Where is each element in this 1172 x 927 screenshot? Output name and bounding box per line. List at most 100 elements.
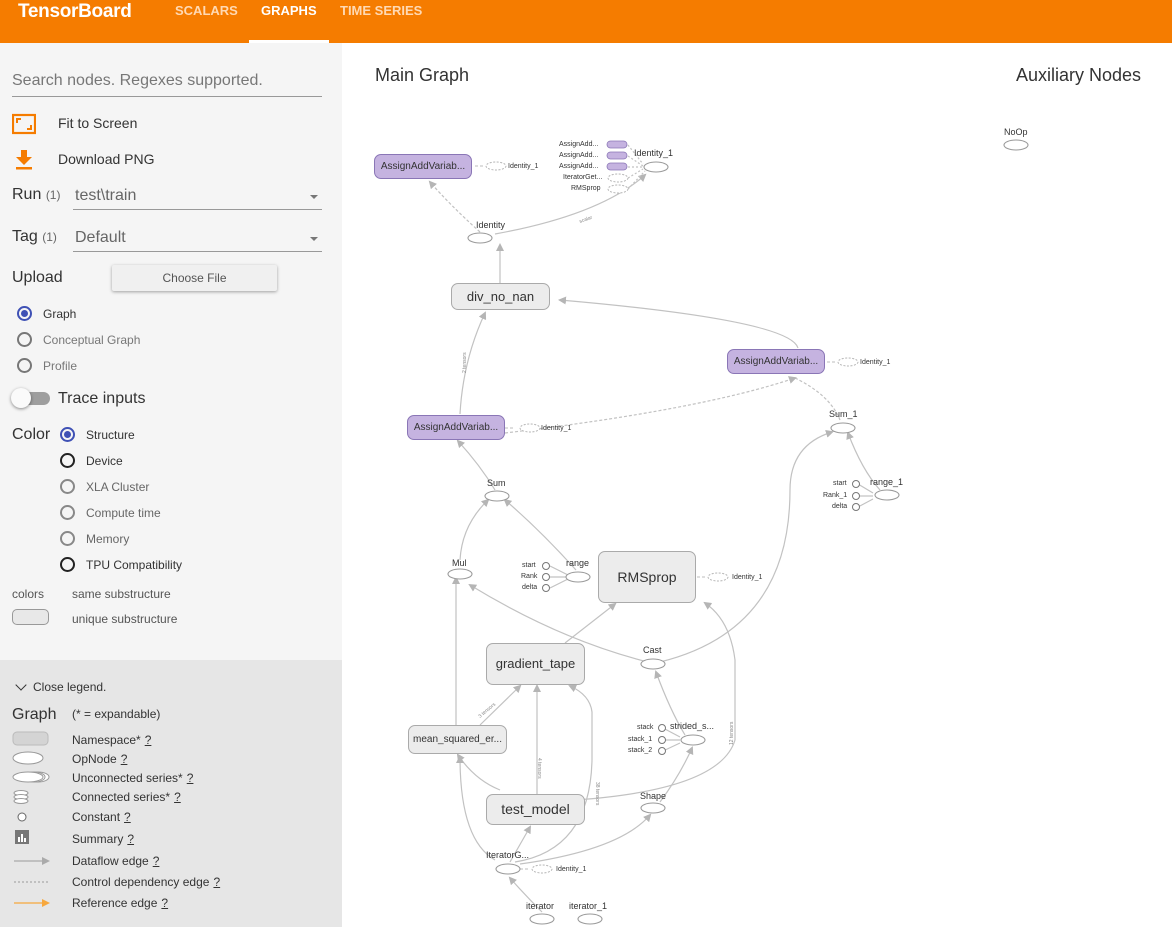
connected-series-icon [13, 790, 29, 804]
identity-1-label: Identity_1 [508, 163, 539, 170]
input-label: RMSprop [571, 185, 601, 192]
legend-namespace-label: Namespace* [72, 733, 141, 747]
unconnected-series-icon [12, 771, 50, 783]
rmsprop-node[interactable]: RMSprop [598, 551, 696, 603]
iterator-get-next-label: IteratorG... [486, 850, 530, 860]
range-1-label: range_1 [870, 477, 904, 487]
identity-node[interactable] [467, 232, 493, 244]
assign-add-variable-top[interactable]: AssignAddVariab... [374, 154, 472, 179]
help-link[interactable]: ? [124, 810, 131, 824]
help-link[interactable]: ? [186, 771, 194, 785]
sum-1-label: Sum_1 [829, 409, 858, 419]
legend-connected: Connected series*? [72, 790, 181, 804]
help-link[interactable]: ? [152, 854, 160, 868]
search-input[interactable]: Search nodes. Regexes supported. [12, 72, 322, 97]
sum-node[interactable] [484, 490, 510, 502]
tag-count: (1) [42, 230, 57, 244]
iterator-1-node[interactable] [577, 913, 603, 925]
help-link[interactable]: ? [161, 896, 169, 910]
choose-file-button[interactable]: Choose File [112, 265, 277, 291]
legend-panel [0, 660, 342, 927]
input-label: AssignAdd... [559, 163, 599, 170]
edge-label-12-tensors: 12 tensors [729, 721, 735, 745]
edge-label-4-tensors: 4 tensors [536, 758, 542, 779]
legend-title: Graph [12, 706, 57, 723]
tab-graphs[interactable]: GRAPHS [261, 3, 317, 18]
cast-node[interactable] [640, 658, 666, 670]
tab-time-series[interactable]: TIME SERIES [340, 3, 423, 18]
radio-color-structure[interactable] [60, 427, 75, 442]
radio-color-memory[interactable] [60, 531, 75, 546]
help-link[interactable]: ? [144, 733, 152, 747]
unique-substructure-swatch [12, 609, 49, 625]
identity-1-node[interactable] [643, 161, 669, 173]
input-label: IteratorGet... [563, 174, 603, 181]
edge-label-scalar: scalar [579, 215, 594, 225]
radio-conceptual-graph[interactable] [17, 332, 32, 347]
rank-constant-label: Rank [521, 573, 538, 580]
identity-label: Identity [476, 220, 506, 230]
color-label: Color [12, 426, 51, 443]
input-label: AssignAdd... [559, 141, 599, 148]
mean-squared-error-node[interactable]: mean_squared_er... [408, 725, 507, 754]
radio-profile[interactable] [17, 358, 32, 373]
sum-1-node[interactable] [830, 422, 856, 434]
top-app-bar: TensorBoard SCALARS GRAPHS TIME SERIES [0, 0, 1172, 43]
tab-scalars[interactable]: SCALARS [175, 3, 238, 18]
toggle-knob[interactable] [11, 388, 31, 408]
shape-node[interactable] [640, 802, 666, 814]
radio-profile-label: Profile [43, 359, 78, 373]
help-link[interactable]: ? [120, 752, 128, 766]
radio-graph[interactable] [17, 306, 32, 321]
legend-control-dependency: Control dependency edge? [72, 875, 220, 889]
mul-node[interactable] [447, 568, 473, 580]
graph-canvas[interactable]: scalar 2 tensors 4 tensors 12 tensors 38… [342, 43, 1172, 927]
legend-constant-label: Constant [72, 810, 121, 824]
radio-color-compute-time[interactable] [60, 505, 75, 520]
radio-color-tpu[interactable] [60, 557, 75, 572]
gradient-tape-node[interactable]: gradient_tape [486, 643, 585, 685]
fit-to-screen-label: Fit to Screen [58, 115, 138, 131]
test-model-node[interactable]: test_model [486, 794, 585, 825]
radio-color-xla[interactable] [60, 479, 75, 494]
tag-label-text: Tag [12, 228, 38, 245]
same-substructure-label: same substructure [72, 587, 171, 601]
legend-constant: Constant? [72, 810, 131, 824]
sum-label: Sum [487, 478, 506, 488]
legend-dataflow-label: Dataflow edge [72, 854, 149, 868]
shape-label: Shape [640, 791, 667, 801]
run-count: (1) [45, 188, 61, 202]
download-png-label: Download PNG [58, 151, 155, 167]
input-label: AssignAdd... [559, 152, 599, 159]
legend-connected-label: Connected series* [72, 790, 171, 804]
iterator-get-next-node[interactable] [495, 863, 521, 875]
div-no-nan-node[interactable]: div_no_nan [451, 283, 550, 310]
start-constant-label: start [522, 562, 536, 569]
identity-1-label: Identity_1 [541, 425, 572, 432]
run-select[interactable]: test\train [73, 184, 322, 210]
identity-1-top-label: Identity_1 [634, 148, 674, 158]
color-xla-label: XLA Cluster [86, 480, 150, 494]
search-placeholder: Search nodes. Regexes supported. [12, 72, 263, 89]
tag-select[interactable]: Default [73, 226, 322, 252]
color-structure-label: Structure [86, 428, 135, 442]
legend-unconnected: Unconnected series*? [72, 771, 193, 785]
radio-color-device[interactable] [60, 453, 75, 468]
range-1-node[interactable] [874, 489, 900, 501]
close-legend-button[interactable]: Close legend. [15, 679, 106, 694]
run-label-text: Run [12, 186, 42, 203]
reference-edge-icon [14, 899, 50, 907]
iterator-node[interactable] [529, 913, 555, 925]
strided-slice-label: strided_s... [670, 721, 715, 731]
strided-slice-node[interactable] [680, 734, 706, 746]
help-link[interactable]: ? [127, 832, 135, 846]
legend-hint: (* = expandable) [72, 707, 161, 721]
range-node[interactable] [565, 571, 591, 583]
assign-add-variable-left[interactable]: AssignAddVariab... [407, 415, 505, 440]
opnode-icon [12, 751, 44, 765]
help-link[interactable]: ? [174, 790, 181, 804]
legend-control-label: Control dependency edge [72, 875, 210, 889]
noop-node[interactable] [1003, 139, 1029, 151]
help-link[interactable]: ? [213, 875, 221, 889]
assign-add-variable-right[interactable]: AssignAddVariab... [727, 349, 825, 374]
